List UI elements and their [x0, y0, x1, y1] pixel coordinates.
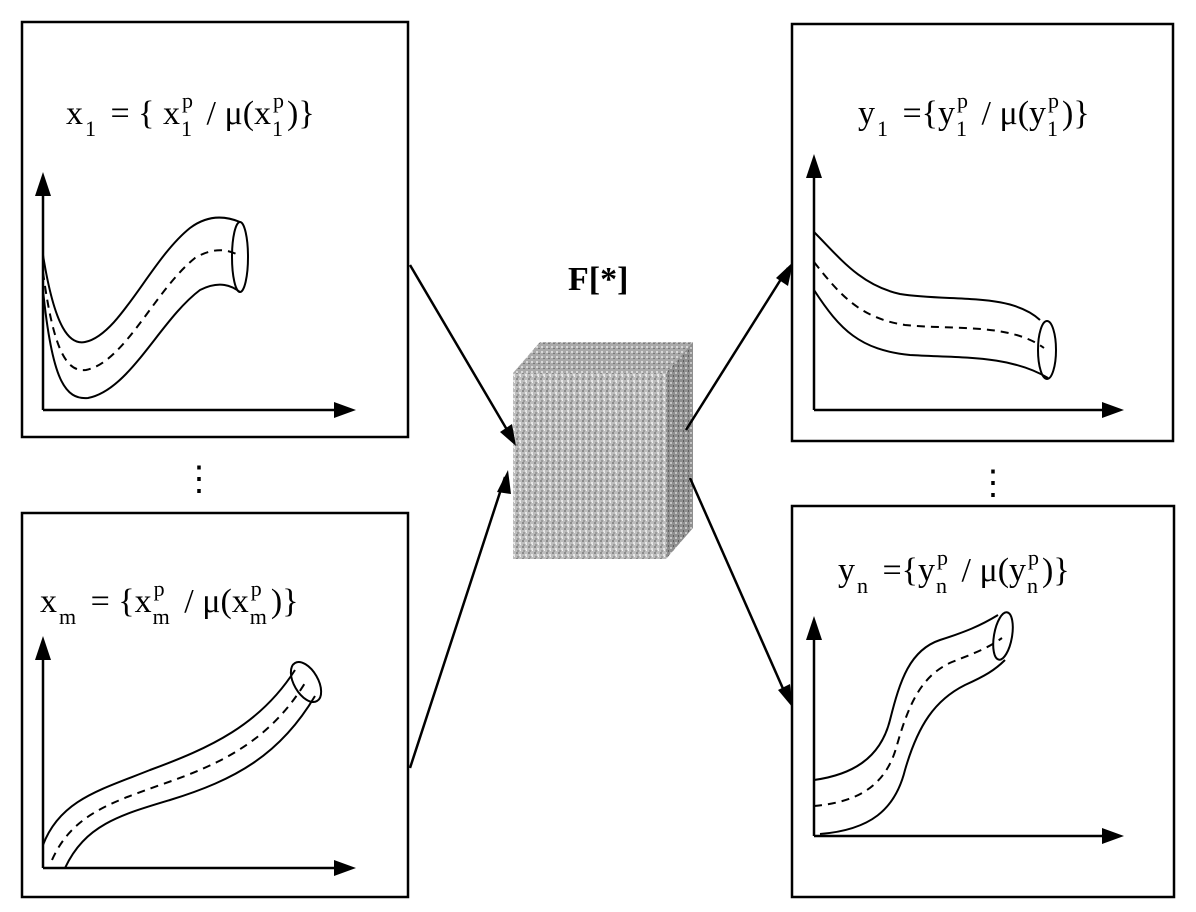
- cube-side-face: [666, 342, 693, 559]
- connectors: [408, 262, 793, 769]
- y-axis-arrowhead: [35, 636, 51, 660]
- panel-frame: [20, 511, 410, 899]
- connector-xm-to-operator: [408, 476, 507, 769]
- connector-operator-to-yn: [688, 477, 790, 701]
- connector-arrowhead: [497, 470, 511, 494]
- operator-block: F[*]: [513, 261, 693, 559]
- cube-front-face: [513, 373, 666, 559]
- output-ellipsis: ⋮: [976, 465, 1010, 502]
- tube-lower-edge: [42, 283, 241, 400]
- connector-arrowhead: [776, 262, 793, 286]
- y-axis-arrowhead: [806, 616, 822, 640]
- x-axis-arrowhead: [1102, 828, 1124, 844]
- panel-frame: [790, 22, 1175, 443]
- connector-operator-to-y1: [684, 267, 790, 431]
- tube-upper-edge: [42, 216, 241, 344]
- tube-upper-edge: [813, 614, 999, 781]
- y-axis-arrowhead: [806, 154, 822, 178]
- connector-x1-to-operator: [408, 264, 515, 441]
- tube-center-line: [813, 261, 1045, 349]
- tube-center-line: [51, 682, 306, 861]
- connector-arrowhead: [778, 684, 793, 708]
- cube-top-face: [513, 342, 693, 373]
- panel-frame: [20, 20, 410, 439]
- x-axis-arrowhead: [1102, 402, 1124, 418]
- x-axis-arrowhead: [334, 860, 356, 876]
- tube-end-cap: [289, 661, 323, 703]
- tube-upper-edge: [813, 231, 1041, 321]
- x-axis-arrowhead: [334, 402, 356, 418]
- tube-end-cap: [992, 611, 1014, 661]
- connector-arrowhead: [500, 424, 516, 446]
- y-axis-arrowhead: [35, 172, 51, 196]
- tube-lower-edge: [813, 289, 1049, 379]
- tube-upper-edge: [42, 669, 296, 846]
- tube-end-cap: [1037, 320, 1057, 380]
- operator-label: F[*]: [568, 261, 628, 298]
- tube-center-line: [813, 637, 1003, 807]
- input-ellipsis: ⋮: [182, 461, 216, 498]
- tube-lower-edge: [819, 659, 1006, 835]
- tube-lower-edge: [64, 695, 316, 869]
- tube-end-cap: [231, 221, 249, 293]
